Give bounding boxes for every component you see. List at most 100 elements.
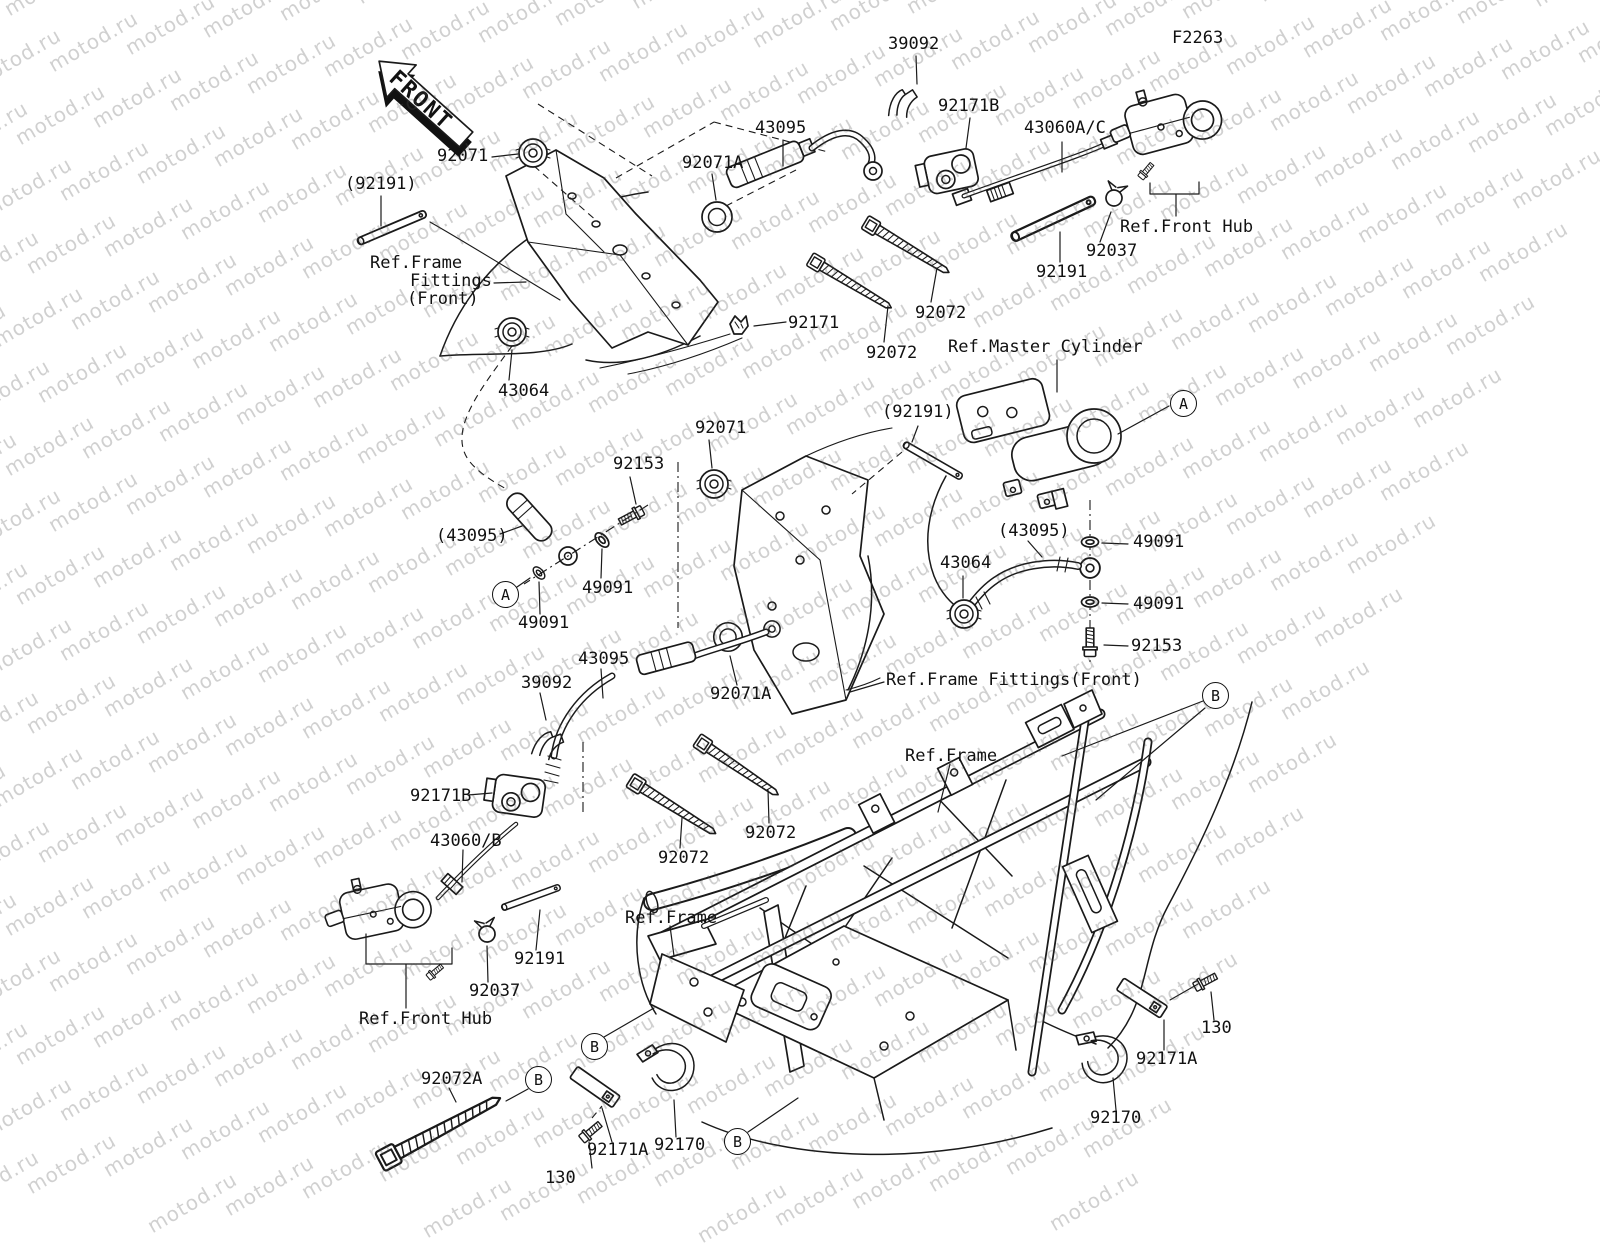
front-arrow: FRONT	[378, 60, 474, 157]
watermark-text: motod.ru	[990, 60, 1089, 131]
watermark-text: motod.ru	[1078, 1092, 1177, 1163]
watermark-text: motod.ru	[957, 1053, 1056, 1124]
watermark-text: motod.ru	[1023, 447, 1122, 518]
pipe-92191-top	[1008, 194, 1098, 244]
watermark-text: motod.ru	[1144, 946, 1243, 1017]
watermark-text: motod.ru	[1144, 486, 1243, 557]
grommet-92071-top	[515, 138, 551, 168]
union-fitting	[951, 187, 973, 207]
watermark-text: motod.ru	[957, 133, 1056, 204]
watermark-text: motod.ru	[0, 354, 55, 425]
watermark-text: motod.ru	[330, 600, 429, 671]
watermark-text: motod.ru	[616, 274, 715, 345]
watermark-text: motod.ru	[660, 790, 759, 861]
view-marker-b-bottom: B	[724, 1128, 751, 1155]
watermark-text: motod.ru	[0, 0, 22, 38]
part-label-92071-mid: 92071	[695, 418, 747, 438]
watermark-text: motod.ru	[1012, 318, 1111, 389]
watermark-text: motod.ru	[187, 763, 286, 834]
watermark-text: motod.ru	[1243, 727, 1342, 798]
ref-label-frame-fittings-line2: Fittings	[410, 271, 492, 291]
part-label-130-right: 130	[1201, 1018, 1232, 1038]
watermark-text: motod.ru	[649, 1121, 748, 1192]
watermark-text: motod.ru	[11, 999, 110, 1070]
watermark-text: motod.ru	[297, 673, 396, 744]
watermark-text: motod.ru	[88, 522, 187, 593]
watermark-text: motod.ru	[143, 247, 242, 318]
bracket-92171b-mid	[481, 771, 548, 819]
watermark-text: motod.ru	[1529, 0, 1600, 12]
part-label-92171a-right: 92171A	[1136, 1049, 1198, 1069]
watermark-text: motod.ru	[429, 841, 528, 912]
watermark-text: motod.ru	[22, 1128, 121, 1199]
watermark-text: motod.ru	[847, 223, 946, 294]
ref-label-frame-fittings-line3: (Front)	[407, 289, 479, 309]
watermark-text: motod.ru	[77, 853, 176, 924]
watermark-text: motod.ru	[968, 262, 1067, 333]
watermark-text: motod.ru	[594, 16, 693, 87]
seal-92071a-top	[701, 201, 733, 233]
part-label-43095-paren-left: (43095)	[436, 526, 508, 546]
watermark-text: motod.ru	[220, 230, 319, 301]
watermark-text: motod.ru	[836, 1014, 935, 1085]
watermark-text: motod.ru	[781, 829, 880, 900]
watermark-text: motod.ru	[0, 758, 11, 829]
watermark-text: motod.ru	[0, 298, 11, 369]
watermark-text: motod.ru	[572, 218, 671, 289]
part-label-92071a-top: 92071A	[682, 153, 744, 173]
watermark-text: motod.ru	[242, 948, 341, 1019]
watermark-text: motod.ru	[1342, 48, 1441, 119]
watermark-text: motod.ru	[495, 1155, 594, 1226]
parts-diagram-canvas: FRONT	[317, 55, 1253, 1173]
part-label-92072-mid1: 92072	[745, 823, 797, 843]
watermark-text: motod.ru	[1375, 0, 1474, 46]
watermark-text: motod.ru	[55, 135, 154, 206]
part-label-92171: 92171	[788, 313, 840, 333]
part-label-92071-top: 92071	[437, 146, 489, 166]
watermark-text: motod.ru	[55, 595, 154, 666]
watermark-text: motod.ru	[0, 1072, 77, 1143]
watermark-text: motod.ru	[198, 0, 297, 43]
watermark-text: motod.ru	[22, 668, 121, 739]
watermark-text: motod.ru	[924, 206, 1023, 277]
ziptie-92072a	[373, 1087, 507, 1173]
watermark-text: motod.ru	[715, 515, 814, 586]
frame-left-piece	[647, 897, 769, 1043]
watermark-text: motod.ru	[275, 415, 374, 486]
watermark-text: motod.ru	[44, 466, 143, 537]
watermark-text: motod.ru	[1375, 435, 1474, 506]
watermark-text: motod.ru	[176, 174, 275, 245]
watermark-text: motod.ru	[242, 488, 341, 559]
watermark-text: motod.ru	[583, 347, 682, 418]
watermark-text: motod.ru	[671, 459, 770, 530]
watermark-text: motod.ru	[506, 824, 605, 895]
watermark-text: motod.ru	[1276, 654, 1375, 725]
part-label-92072-mid2: 92072	[658, 848, 710, 868]
watermark-text: motod.ru	[836, 94, 935, 165]
watermark-text: motod.ru	[968, 722, 1067, 793]
watermark-text: motod.ru	[704, 386, 803, 457]
part-label-49091-left2: 49091	[518, 613, 570, 633]
watermark-text: motod.ru	[561, 89, 660, 160]
watermark-text: motod.ru	[374, 656, 473, 727]
view-marker-b-mid: B	[581, 1033, 608, 1060]
watermark-text: motod.ru	[1001, 649, 1100, 720]
bleeder-bottom	[424, 962, 446, 982]
watermark-text: motod.ru	[902, 868, 1001, 939]
part-label-43064-right: 43064	[940, 553, 992, 573]
watermark-text: motod.ru	[1166, 284, 1265, 355]
watermark-text: motod.ru	[891, 739, 990, 810]
watermark-text: motod.ru	[341, 269, 440, 340]
watermark-text: motod.ru	[517, 953, 616, 1024]
watermark-text: motod.ru	[1507, 143, 1600, 214]
watermark-text: motod.ru	[1364, 306, 1463, 377]
watermark-text: motod.ru	[286, 1004, 385, 1075]
watermark-text: motod.ru	[880, 1070, 979, 1141]
part-label-43095-mid: 43095	[578, 649, 630, 669]
watermark-text: motod.ru	[1111, 559, 1210, 630]
watermark-text: motod.ru	[814, 756, 913, 827]
watermark-text: motod.ru	[935, 335, 1034, 406]
watermark-text: motod.ru	[418, 252, 517, 323]
watermark-text: motod.ru	[242, 28, 341, 99]
